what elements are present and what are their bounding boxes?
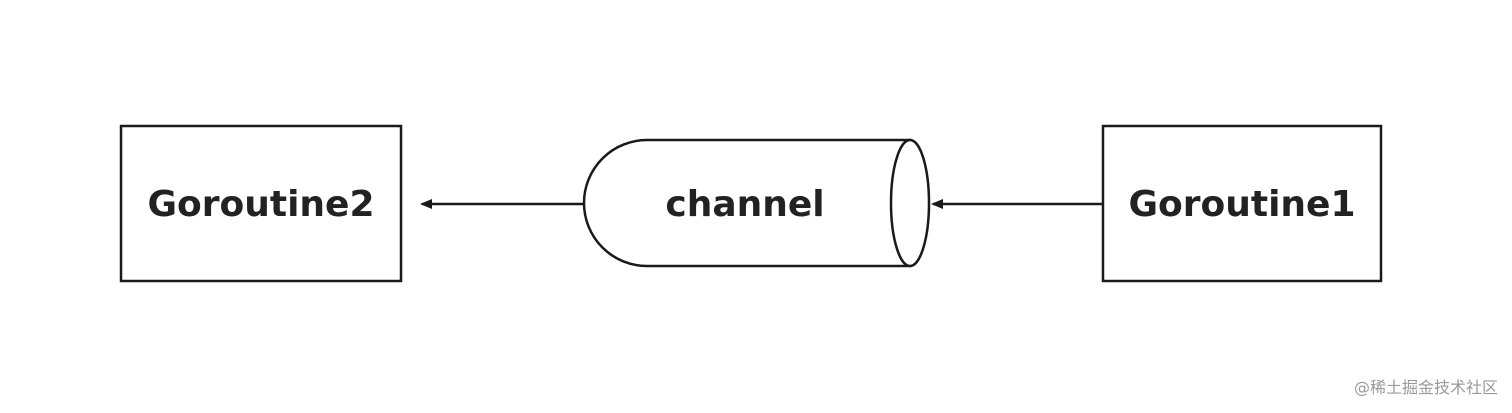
goroutine2-box <box>119 124 403 283</box>
channel-label: channel <box>665 184 824 225</box>
channel-cylinder-end <box>889 138 931 268</box>
channel-node: channel <box>582 138 931 268</box>
channel-cylinder-body <box>582 138 912 268</box>
goroutine1-node: Goroutine1 <box>1101 124 1383 283</box>
goroutine2-label: Goroutine2 <box>147 184 374 225</box>
watermark-text: @稀土掘金技术社区 <box>1354 378 1498 397</box>
goroutine2-node: Goroutine2 <box>119 124 403 283</box>
goroutine1-label: Goroutine1 <box>1128 184 1355 225</box>
